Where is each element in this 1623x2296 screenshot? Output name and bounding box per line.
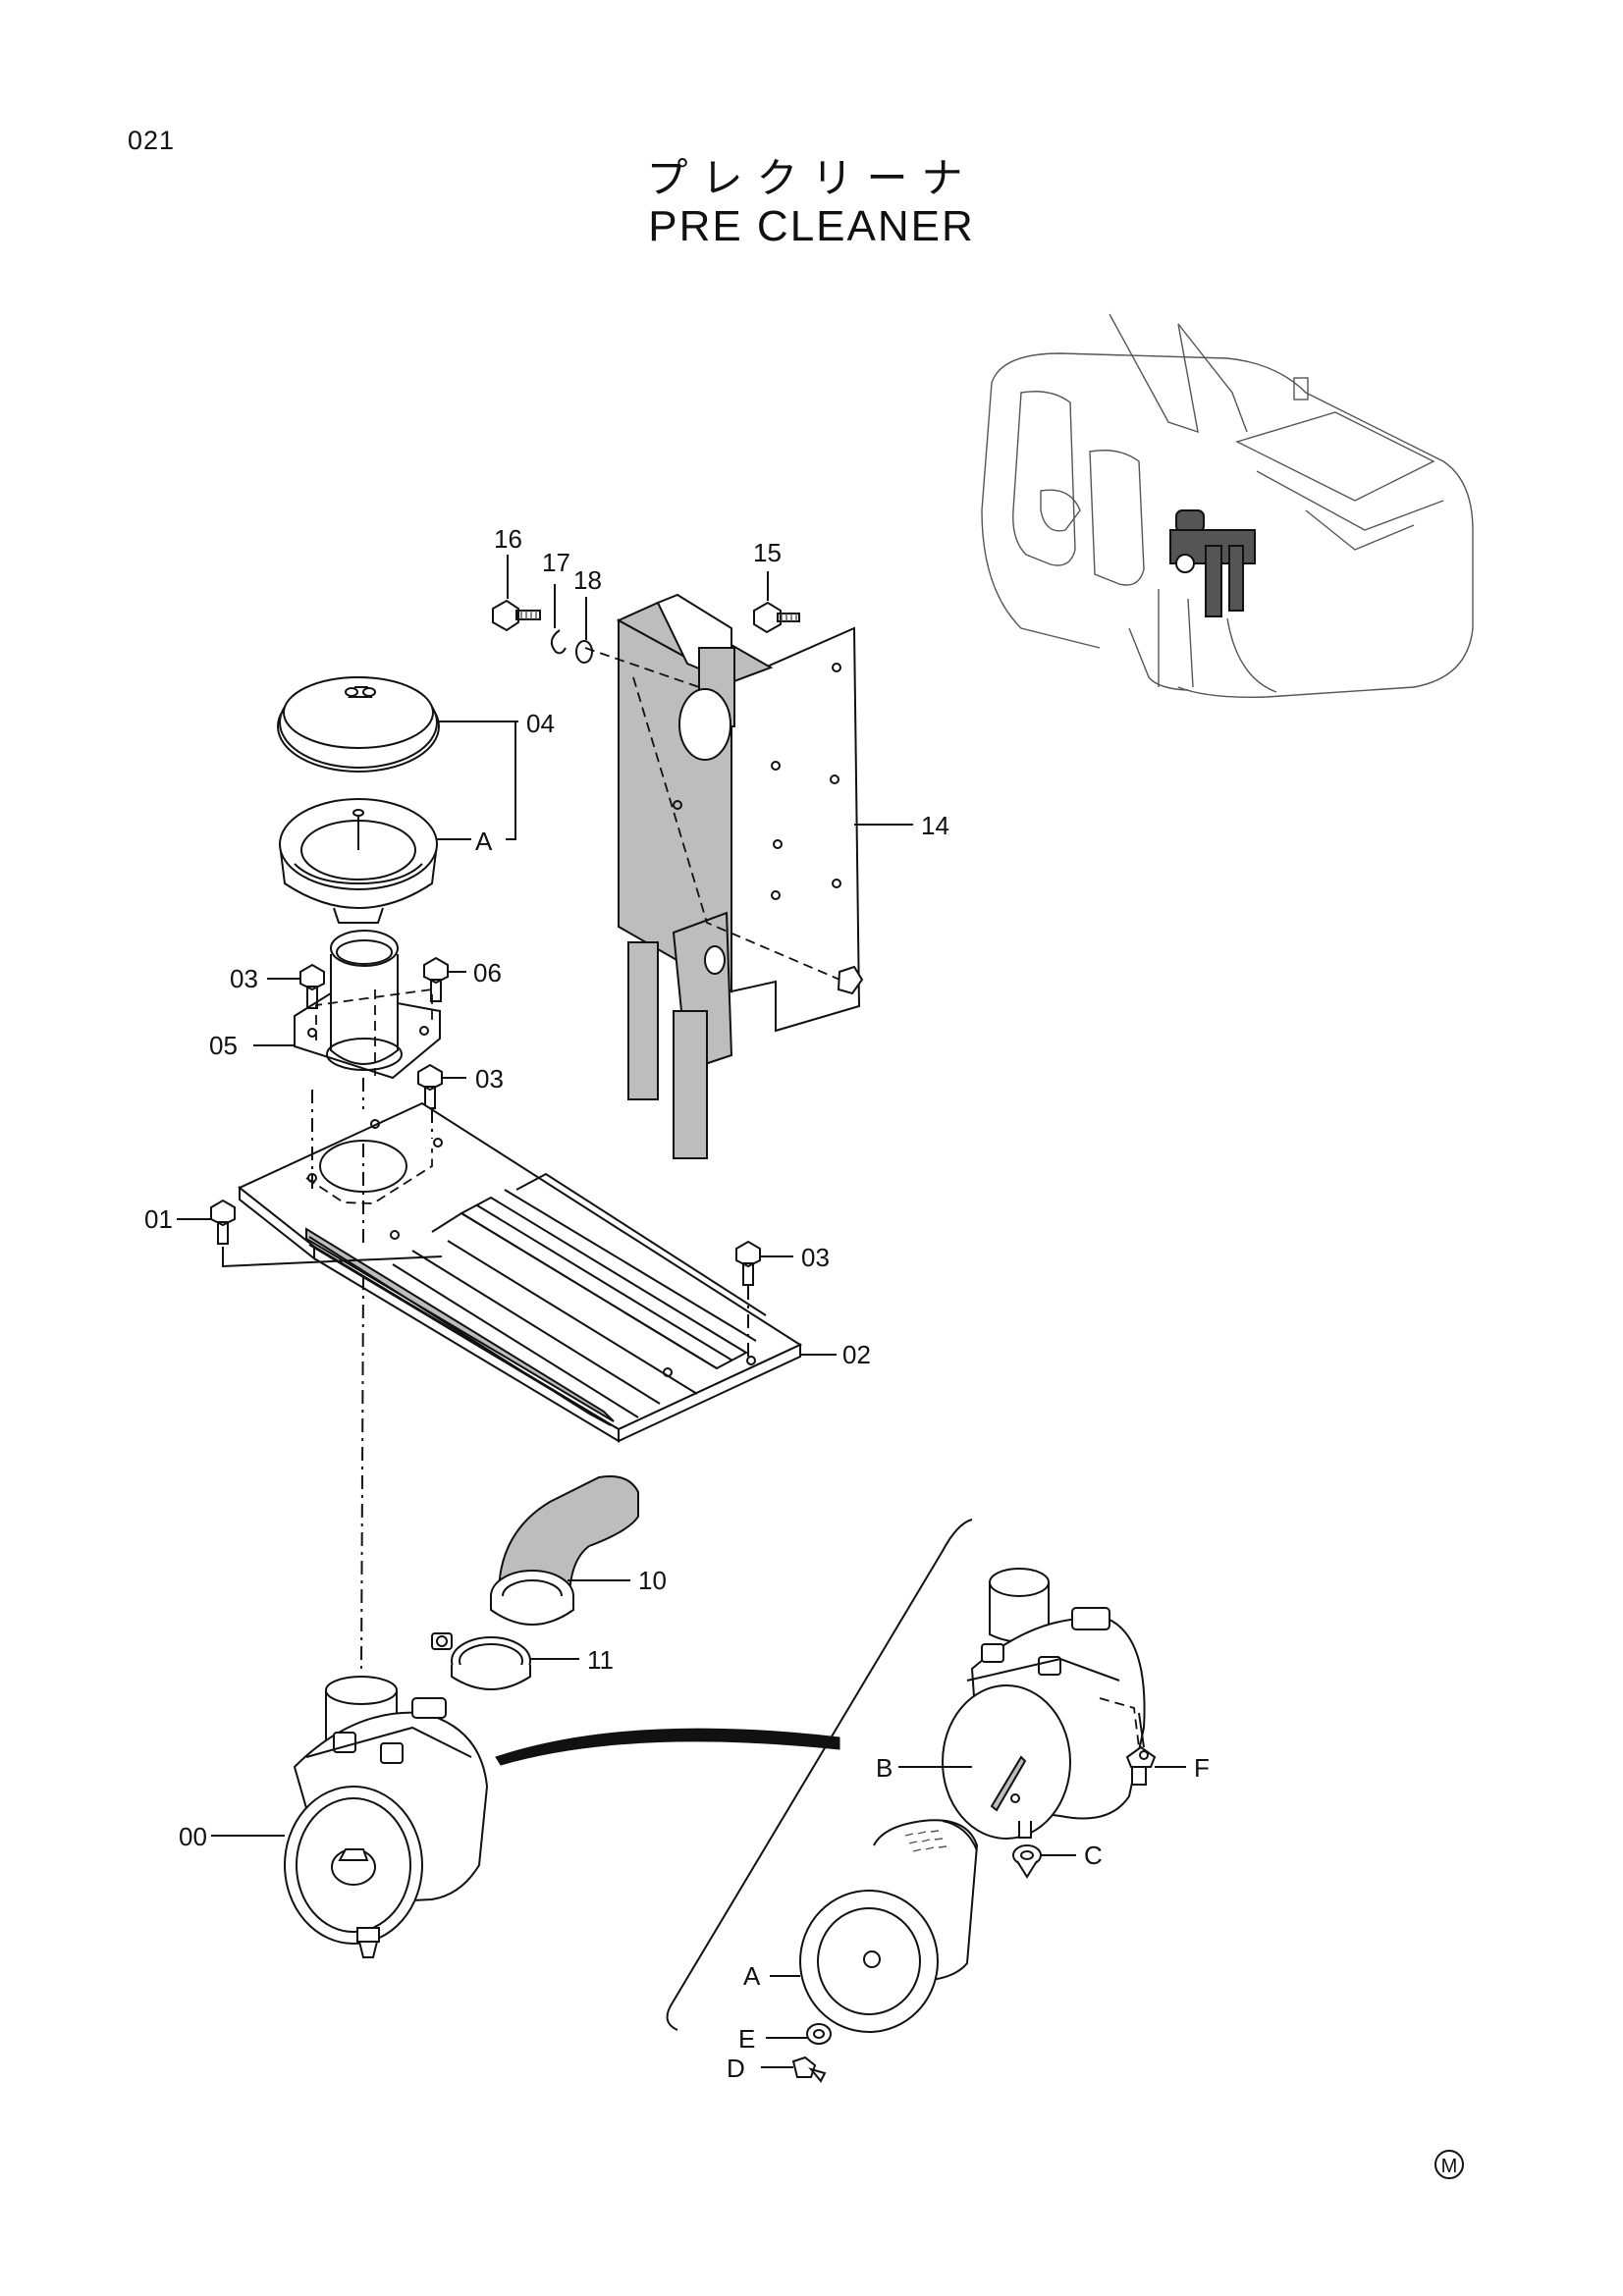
detail-boundary [666,1519,973,2031]
callout-d: D [727,2054,745,2083]
drain-valve-f [1125,1712,1157,1786]
callout-02: 02 [842,1340,871,1369]
cap-04 [277,676,440,773]
wing-nut-d [791,2056,827,2083]
callout-e: E [738,2024,755,2054]
washer-e [806,2023,832,2045]
callout-16: 16 [494,524,522,554]
pipe-05 [294,930,441,1080]
washer-18 [575,640,593,664]
callout-18: 18 [573,565,602,595]
bolt-16 [492,599,541,632]
bracket-14 [584,593,864,1159]
alignment-line-bolt [222,1247,443,1268]
bolt-03-a [299,963,325,1009]
leader-lines [177,555,1186,2068]
bolt-03-b [417,1063,443,1109]
callout-03-upper-left: 03 [230,964,258,993]
alignment-line-pipe [360,1078,364,1670]
filter-element-a [799,1819,979,2033]
bolt-06 [423,956,449,1002]
callout-c: C [1084,1841,1103,1870]
page-title: PRE CLEANER [648,202,975,250]
detail-leader-arrow [495,1728,840,1766]
excavator-locator-view [981,313,1474,698]
housing-b [942,1568,1146,1840]
callout-01: 01 [144,1204,173,1234]
callout-15: 15 [753,538,782,567]
callout-f: F [1194,1753,1210,1783]
separator-body [278,798,439,924]
callout-03-right: 03 [801,1243,830,1272]
callout-b: B [876,1753,893,1783]
cover-plate-02 [238,1101,803,1443]
hose-clamp-11 [431,1632,531,1690]
hose-10 [490,1475,639,1626]
callout-05: 05 [209,1031,238,1060]
bolt-01 [210,1199,236,1245]
seal-c [1012,1844,1042,1879]
page-number: 021 [128,126,176,155]
callout-04: 04 [526,709,555,738]
m-mark-letter: M [1441,2156,1458,2177]
bolt-15 [753,601,800,634]
callout-11: 11 [587,1645,614,1675]
callout-17: 17 [542,548,570,577]
page-title-japanese: プレクリーナ [646,154,977,202]
spring-washer-17 [550,629,567,655]
callout-10: 10 [638,1566,667,1595]
callout-14: 14 [921,811,949,840]
callout-a-element: A [743,1961,761,1991]
m-mark-icon: M [1434,2150,1464,2179]
callout-a-separator: A [475,827,493,856]
callout-00: 00 [179,1822,207,1851]
pre-cleaner-assembly-00 [284,1676,489,1958]
callout-03-middle: 03 [475,1064,504,1094]
bolt-03-c [735,1240,761,1286]
callout-06: 06 [473,958,502,988]
